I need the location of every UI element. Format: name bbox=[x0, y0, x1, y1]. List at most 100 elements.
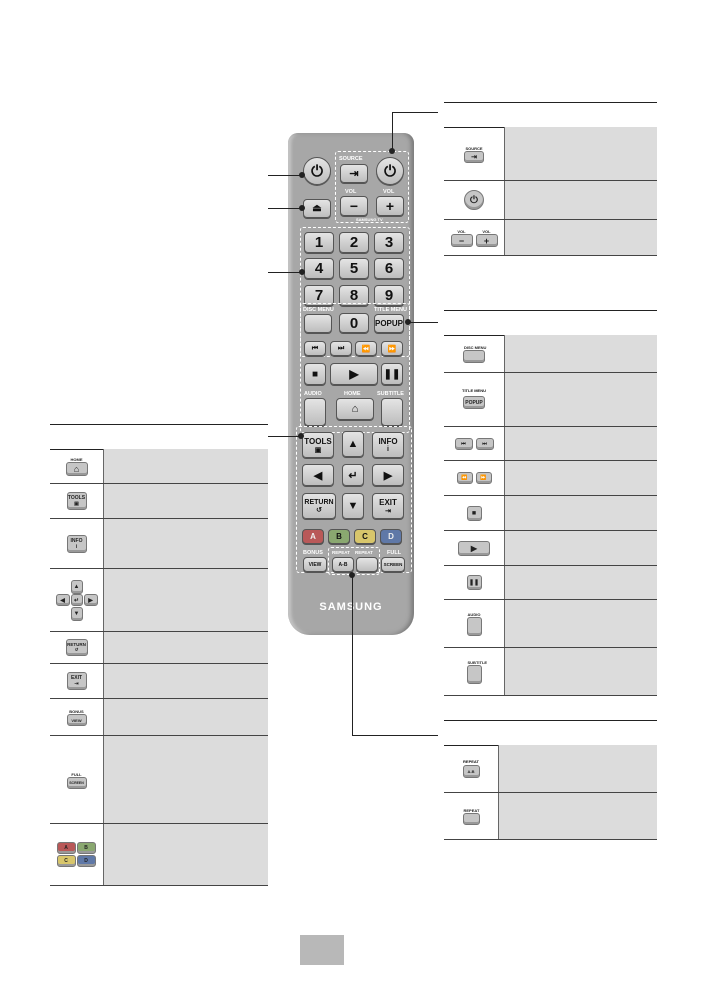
icon-cell: ■ bbox=[444, 496, 505, 530]
popup-button[interactable]: POPUP bbox=[374, 314, 404, 333]
number-key-9[interactable]: 9 bbox=[374, 285, 404, 306]
number-key-7[interactable]: 7 bbox=[304, 285, 334, 306]
tv-vol-down-button[interactable]: − bbox=[340, 196, 368, 216]
description-cell bbox=[505, 496, 657, 530]
disc-menu-small-label: DISC MENU bbox=[464, 345, 487, 350]
down-arrow-button[interactable]: ▼ bbox=[342, 493, 364, 519]
title-menu-small-label: TITLE MENU bbox=[462, 388, 486, 393]
number-key-1[interactable]: 1 bbox=[304, 232, 334, 253]
rewind-button[interactable]: ⏪ bbox=[355, 341, 377, 356]
exit-button[interactable]: EXIT⇥ bbox=[372, 493, 404, 519]
source-label: SOURCE bbox=[339, 156, 363, 162]
return-button[interactable]: RETURN↺ bbox=[302, 493, 336, 519]
leader-dot bbox=[349, 572, 355, 578]
table-row: POPUP TITLE MENU bbox=[444, 373, 657, 427]
direction-pad-icon: ▲ ◀ ↵ ▶ ▼ bbox=[55, 580, 98, 621]
number-key-5[interactable]: 5 bbox=[339, 258, 369, 279]
disc-menu-label: DISC MENU bbox=[303, 307, 334, 313]
repeat-ab-button[interactable]: A-B bbox=[332, 557, 354, 572]
bd-power-button[interactable]: ⏻ bbox=[303, 157, 331, 185]
icon-cell: REPEAT bbox=[444, 793, 499, 839]
color-key-b[interactable]: B bbox=[328, 529, 350, 544]
disc-menu-key-icon: DISC MENU bbox=[463, 345, 486, 363]
fast-forward-button[interactable]: ⏩ bbox=[381, 341, 403, 356]
return-small-label: RETURN bbox=[67, 642, 86, 647]
tv-button-table: SOURCE⇥ ⏻ VOL− VOL+ bbox=[444, 102, 657, 256]
repeat-ab-small-label: REPEAT bbox=[463, 759, 479, 764]
table-row: ■ bbox=[444, 496, 657, 531]
enter-button[interactable]: ↵ bbox=[342, 464, 364, 486]
leader-numbers bbox=[268, 272, 302, 273]
icon-cell: VOL− VOL+ bbox=[444, 220, 505, 255]
subtitle-button[interactable] bbox=[381, 398, 403, 426]
number-group bbox=[300, 227, 410, 357]
source-button[interactable]: ⇥ bbox=[340, 164, 368, 183]
tools-icon: ▣ bbox=[314, 446, 322, 454]
disc-menu-button[interactable] bbox=[304, 314, 332, 333]
number-key-2[interactable]: 2 bbox=[339, 232, 369, 253]
repeat-ab-label: REPEAT bbox=[332, 550, 350, 555]
number-key-4[interactable]: 4 bbox=[304, 258, 334, 279]
number-key-8[interactable]: 8 bbox=[339, 285, 369, 306]
skip-forward-icon: ⏭ bbox=[475, 437, 494, 450]
description-cell bbox=[104, 632, 268, 663]
table-row: ⏮ ⏭ bbox=[444, 427, 657, 461]
table-row: REPEAT bbox=[444, 793, 657, 840]
home-small-label: HOME bbox=[70, 456, 83, 462]
table-row: A B C D bbox=[50, 824, 268, 886]
tv-vol-up-button[interactable]: + bbox=[376, 196, 404, 216]
table-row: ⏪ ⏩ bbox=[444, 461, 657, 496]
home-button[interactable]: ⌂ bbox=[336, 398, 374, 420]
table-row: SOURCE⇥ bbox=[444, 127, 657, 181]
icon-cell: A-B REPEAT bbox=[444, 745, 499, 792]
fast-forward-icon: ⏩ bbox=[475, 472, 492, 484]
audio-button[interactable] bbox=[304, 398, 326, 426]
color-key-d[interactable]: D bbox=[380, 529, 402, 544]
vol-label-right: VOL bbox=[383, 189, 395, 195]
number-key-6[interactable]: 6 bbox=[374, 258, 404, 279]
vol-down-icon: VOL− bbox=[450, 229, 473, 247]
view-small-label: VIEW bbox=[71, 717, 82, 723]
skip-forward-button[interactable]: ⏭ bbox=[330, 341, 352, 356]
skip-back-button[interactable]: ⏮ bbox=[304, 341, 326, 356]
playback-button-table: DISC MENU POPUP TITLE MENU ⏮ ⏭ ⏪ ⏩ ■ bbox=[444, 310, 657, 696]
rewind-icon: ⏪ bbox=[456, 472, 473, 484]
icon-cell: TOOLS▣ bbox=[50, 484, 104, 518]
number-key-0[interactable]: 0 bbox=[339, 313, 369, 333]
repeat-button[interactable] bbox=[356, 557, 378, 572]
icon-cell: SOURCE⇥ bbox=[444, 127, 505, 180]
up-arrow-button[interactable]: ▲ bbox=[342, 431, 364, 457]
bonus-view-button[interactable]: VIEW bbox=[303, 557, 327, 572]
stop-button[interactable]: ■ bbox=[304, 363, 326, 385]
leader-dot bbox=[299, 205, 305, 211]
return-label: RETURN bbox=[304, 498, 334, 506]
subtitle-label: SUBTITLE bbox=[377, 391, 404, 397]
popup-key-icon: POPUP bbox=[463, 396, 485, 409]
skip-keys-icon: ⏮ ⏭ bbox=[454, 437, 494, 450]
pause-button[interactable]: ❚❚ bbox=[381, 363, 403, 385]
leader-repeat-horizontal bbox=[352, 735, 438, 736]
description-cell bbox=[499, 745, 657, 792]
eject-button[interactable]: ⏏ bbox=[303, 199, 331, 218]
tools-button[interactable]: TOOLS▣ bbox=[302, 432, 334, 458]
play-button[interactable]: ▶ bbox=[330, 363, 378, 385]
number-key-3[interactable]: 3 bbox=[374, 232, 404, 253]
full-screen-button[interactable]: SCREEN bbox=[381, 557, 405, 572]
skip-back-icon: ⏮ bbox=[454, 437, 473, 450]
left-arrow-button[interactable]: ◀ bbox=[302, 464, 334, 486]
color-key-a[interactable]: A bbox=[302, 529, 324, 544]
samsung-tv-label: SAMSUNG TV bbox=[356, 217, 383, 222]
repeat-key-icon: REPEAT bbox=[462, 808, 480, 825]
leader-repeat-vertical bbox=[352, 575, 353, 735]
right-arrow-button[interactable]: ▶ bbox=[372, 464, 404, 486]
icon-cell: ❚❚ bbox=[444, 566, 505, 599]
leader-tv-horizontal bbox=[392, 112, 438, 113]
audio-key-icon: AUDIO bbox=[466, 612, 482, 636]
tv-power-button[interactable]: ⏻ bbox=[376, 157, 404, 185]
vol-up-icon: VOL+ bbox=[475, 229, 498, 247]
color-key-c[interactable]: C bbox=[354, 529, 376, 544]
description-cell bbox=[104, 736, 268, 823]
